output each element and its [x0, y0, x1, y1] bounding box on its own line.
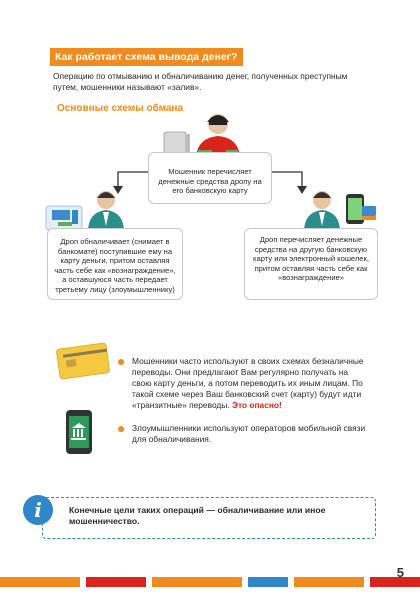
page-number: 5: [396, 565, 404, 580]
phone-payment-icon: [346, 194, 376, 224]
scheme-step-center: Мошенник перечисляет денежные средства д…: [148, 152, 272, 204]
bullet-list: Мошенники часто используют в своих схема…: [118, 356, 368, 457]
info-text: Конечные цели таких операций — обналичив…: [69, 505, 326, 526]
footer-stripes: [0, 577, 420, 587]
arrow-right-icon: [272, 171, 303, 188]
section-heading: Как работает схема вывода денег?: [50, 48, 244, 66]
info-icon: i: [23, 495, 53, 525]
info-box: Конечные цели таких операций — обналичив…: [42, 497, 376, 539]
bullet-item: Мошенники часто используют в своих схема…: [118, 356, 368, 411]
scheme-step-left: Дроп обналичивает (снимает в банкомате) …: [47, 228, 183, 300]
mobile-bank-icon: [66, 410, 92, 454]
bullet-text: Мошенники часто используют в своих схема…: [132, 356, 364, 410]
drop-person-left-icon: [88, 191, 124, 232]
bank-card-icon: [56, 342, 110, 380]
intro-text: Операцию по отмыванию и обналичиванию де…: [53, 71, 348, 92]
bullet-item: Злоумышленники используют операторов моб…: [118, 423, 368, 445]
danger-alert: Это опасно!: [231, 400, 282, 410]
subheading: Основные схемы обмана: [57, 103, 184, 114]
drop-atm-icon: [45, 205, 83, 231]
arrow-left-icon: [117, 171, 148, 188]
scheme-step-right: Дроп перечисляет денежные средства на др…: [244, 228, 378, 300]
bullet-text: Злоумышленники используют операторов моб…: [132, 423, 366, 444]
drop-person-right-icon: [304, 191, 340, 232]
